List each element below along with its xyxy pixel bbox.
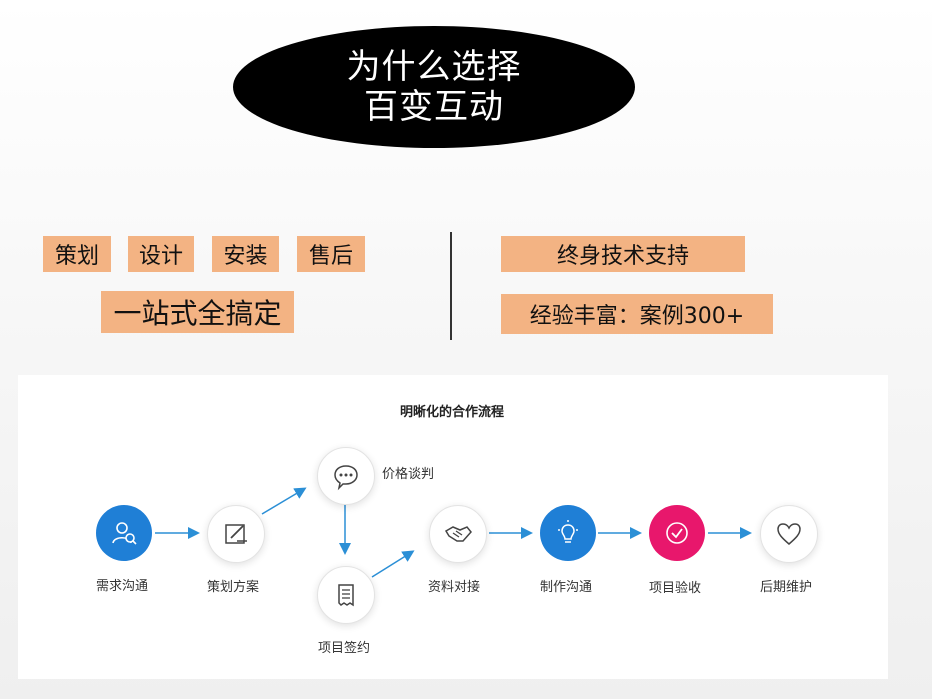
step-produce-label: 制作沟通	[540, 580, 593, 595]
lightbulb-icon	[558, 520, 578, 543]
tag-lifetime-support: 终身技术支持	[501, 236, 745, 272]
user-search-icon	[112, 522, 137, 545]
drawing-board-icon	[225, 524, 247, 544]
step-maintain-node	[760, 505, 818, 563]
step-sign-label: 项目签约	[318, 641, 371, 656]
step-demand-node	[96, 505, 152, 561]
tag-one-stop: 一站式全搞定	[101, 291, 294, 333]
tag-design: 设计	[128, 236, 194, 272]
chat-bubble-icon	[334, 465, 358, 491]
step-accept-node	[649, 505, 705, 561]
step-demand-label: 需求沟通	[96, 579, 149, 594]
step-maintain-label: 后期维护	[760, 580, 813, 595]
heart-icon	[777, 523, 801, 545]
title-banner: 为什么选择 百变互动	[233, 26, 635, 148]
step-price-node	[317, 447, 375, 505]
step-plan-node	[207, 505, 265, 563]
step-plan-label: 策划方案	[207, 580, 260, 595]
tag-plan: 策划	[43, 236, 111, 272]
document-icon	[338, 584, 354, 607]
step-sign-node	[317, 566, 375, 624]
divider	[450, 232, 452, 340]
flow-title: 明晰化的合作流程	[400, 405, 505, 420]
step-docs-label: 资料对接	[428, 580, 481, 595]
tag-after-sales: 售后	[297, 236, 365, 272]
step-accept-label: 项目验收	[649, 581, 702, 596]
handshake-icon	[444, 526, 472, 542]
check-circle-icon	[666, 522, 688, 544]
step-docs-node	[429, 505, 487, 563]
tag-install: 安装	[212, 236, 279, 272]
step-price-label: 价格谈判	[382, 467, 435, 482]
tag-experience: 经验丰富：案例300+	[501, 294, 773, 334]
title-line-1: 为什么选择	[346, 47, 522, 87]
title-line-2: 百变互动	[364, 87, 504, 127]
step-produce-node	[540, 505, 596, 561]
